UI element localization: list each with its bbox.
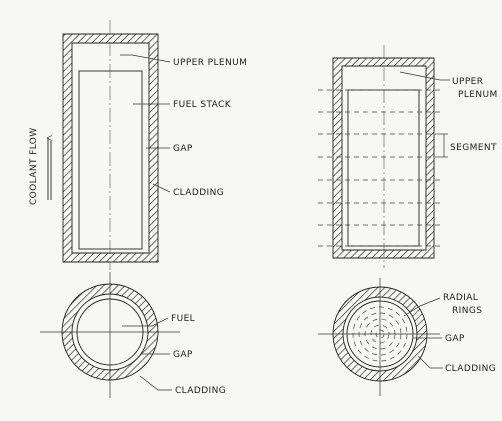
- right-leaders: [399, 71, 450, 158]
- coolant-flow-label: COOLANT FLOW: [29, 127, 39, 205]
- left-fuel-stack: [78, 70, 143, 250]
- label-cladding: CLADDING: [173, 188, 224, 198]
- right-label-plenum: PLENUM: [458, 90, 498, 100]
- coolant-flow-indicator: COOLANT FLOW: [29, 127, 51, 205]
- right-rod-longitudinal: [318, 45, 440, 268]
- right-fuel-stack: [347, 89, 420, 247]
- right-cs-cladding: [332, 286, 428, 382]
- right-label-segment: SEGMENT: [450, 143, 497, 153]
- left-cross-section: [40, 272, 180, 398]
- right-cs-label-rings: RINGS: [452, 306, 482, 316]
- cs-label-cladding: CLADDING: [175, 386, 226, 396]
- left-rod-longitudinal: [62, 20, 159, 270]
- right-cladding-wall: [332, 57, 435, 259]
- label-upper-plenum: UPPER PLENUM: [173, 58, 247, 68]
- right-cs-label-radial: RADIAL: [443, 293, 478, 303]
- right-cs-label-gap: GAP: [445, 334, 465, 344]
- right-cross-section: [318, 278, 440, 396]
- right-cs-label-cladding: CLADDING: [445, 364, 496, 374]
- left-cs-leaders: [122, 317, 172, 391]
- label-fuel-stack: FUEL STACK: [173, 100, 232, 110]
- right-label-upper: UPPER: [452, 77, 483, 87]
- left-leaders: [120, 54, 171, 193]
- cs-label-fuel: FUEL: [171, 314, 195, 324]
- left-cs-cladding: [61, 283, 159, 381]
- label-gap: GAP: [173, 144, 193, 154]
- left-cladding-wall: [62, 33, 159, 263]
- cs-label-gap: GAP: [173, 350, 193, 360]
- right-cs-leaders: [403, 297, 443, 369]
- segment-lines: [318, 89, 440, 247]
